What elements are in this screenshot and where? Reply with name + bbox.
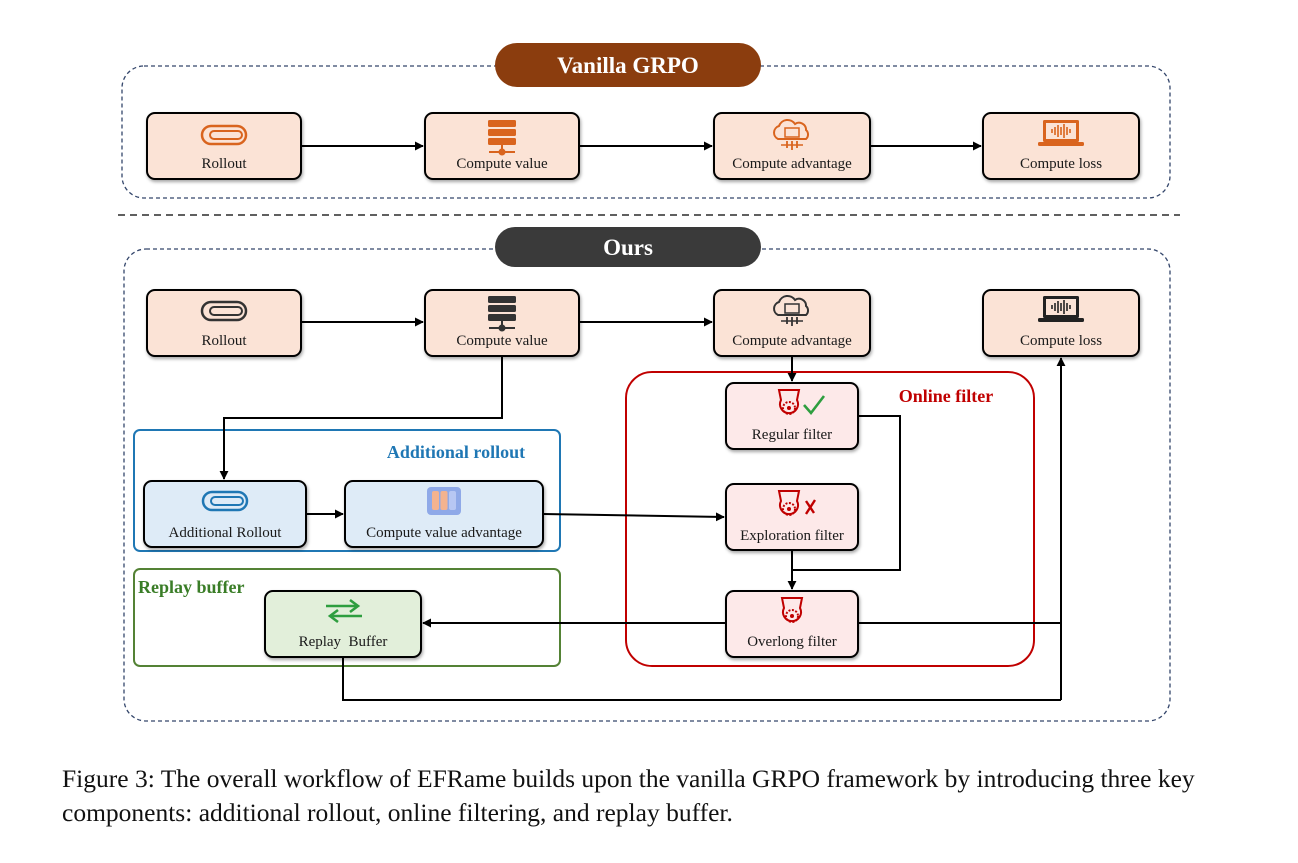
replay-buffer-group: [133, 568, 561, 667]
additional-rollout-title: Additional rollout: [387, 442, 525, 462]
ours-banner: [495, 227, 761, 267]
overlong-filter-label: Overlong filter: [747, 634, 837, 650]
filter-gear-icon: [777, 389, 801, 415]
laptop-audio-icon: [1038, 120, 1084, 146]
vanilla-title: Vanilla GRPO: [557, 53, 699, 78]
overlong-filter-box: Overlong filter: [725, 590, 859, 658]
vanilla-compute-advantage-box: Compute advantage: [713, 112, 871, 180]
filter-gear-icon: [780, 597, 804, 623]
exploration-filter-label: Exploration filter: [740, 528, 844, 544]
exploration-filter-box: Exploration filter: [725, 483, 859, 551]
compute-value-advantage-label: Compute value advantage: [366, 525, 522, 541]
columns-chart-icon: [427, 487, 461, 515]
replay-buffer-box: Replay Buffer: [264, 590, 422, 658]
vanilla-container: [121, 65, 1171, 199]
regular-filter-bypass-line: [792, 415, 901, 571]
ours-section: Ours Additional rollout Replay buffer On…: [123, 227, 1171, 722]
arrow-value-to-additional-rollout: [219, 356, 503, 480]
figure-caption: Figure 3: The overall workflow of EFRame…: [62, 764, 1195, 827]
vanilla-compute-advantage-label: Compute advantage: [732, 156, 852, 172]
ours-rollout-label: Rollout: [201, 333, 247, 349]
regular-filter-label: Regular filter: [752, 427, 832, 443]
vanilla-rollout-label: Rollout: [201, 156, 247, 172]
vanilla-compute-value-box: Compute value: [424, 112, 580, 180]
ours-compute-advantage-label: Compute advantage: [732, 333, 852, 349]
online-filter-title: Online filter: [899, 386, 993, 406]
vanilla-grpo-section: Vanilla GRPO Rollout Compute value: [121, 43, 1171, 199]
additional-rollout-box: Additional Rollout: [143, 480, 307, 548]
ours-rollout-box: Rollout: [146, 289, 302, 357]
additional-rollout-label: Additional Rollout: [169, 525, 283, 541]
cloud-computing-icon: [773, 119, 809, 150]
regular-filter-box: Regular filter: [725, 382, 859, 450]
ours-compute-value-label: Compute value: [456, 333, 548, 349]
line-replay-to-loss: [342, 657, 1061, 701]
arrow-compute-to-exploration: [542, 512, 725, 522]
vanilla-rollout-box: Rollout: [146, 112, 302, 180]
replay-buffer-title: Replay buffer: [138, 577, 245, 597]
laptop-audio-icon: [1038, 296, 1084, 322]
paperclip-icon: [200, 124, 248, 146]
online-filter-group: [625, 371, 1035, 667]
swap-arrows-icon: [326, 598, 362, 624]
server-icon: [488, 120, 516, 156]
ours-title: Ours: [603, 235, 653, 260]
vanilla-banner: [495, 43, 761, 87]
paperclip-icon: [200, 300, 248, 322]
ours-compute-loss-box: Compute loss: [982, 289, 1140, 357]
filter-gear-icon: [777, 490, 801, 516]
server-icon: [488, 296, 516, 332]
cross-icon: [804, 499, 817, 515]
vanilla-compute-loss-box: Compute loss: [982, 112, 1140, 180]
paperclip-icon: [201, 490, 249, 512]
ours-compute-loss-label: Compute loss: [1020, 333, 1102, 349]
vanilla-compute-value-label: Compute value: [456, 156, 548, 172]
ours-compute-advantage-box: Compute advantage: [713, 289, 871, 357]
ours-compute-value-box: Compute value: [424, 289, 580, 357]
cloud-computing-icon: [773, 295, 809, 326]
replay-buffer-label: Replay Buffer: [299, 634, 388, 650]
additional-rollout-group: [133, 429, 561, 552]
check-icon: [803, 395, 826, 416]
vanilla-compute-loss-label: Compute loss: [1020, 156, 1102, 172]
compute-value-advantage-box: Compute value advantage: [344, 480, 544, 548]
